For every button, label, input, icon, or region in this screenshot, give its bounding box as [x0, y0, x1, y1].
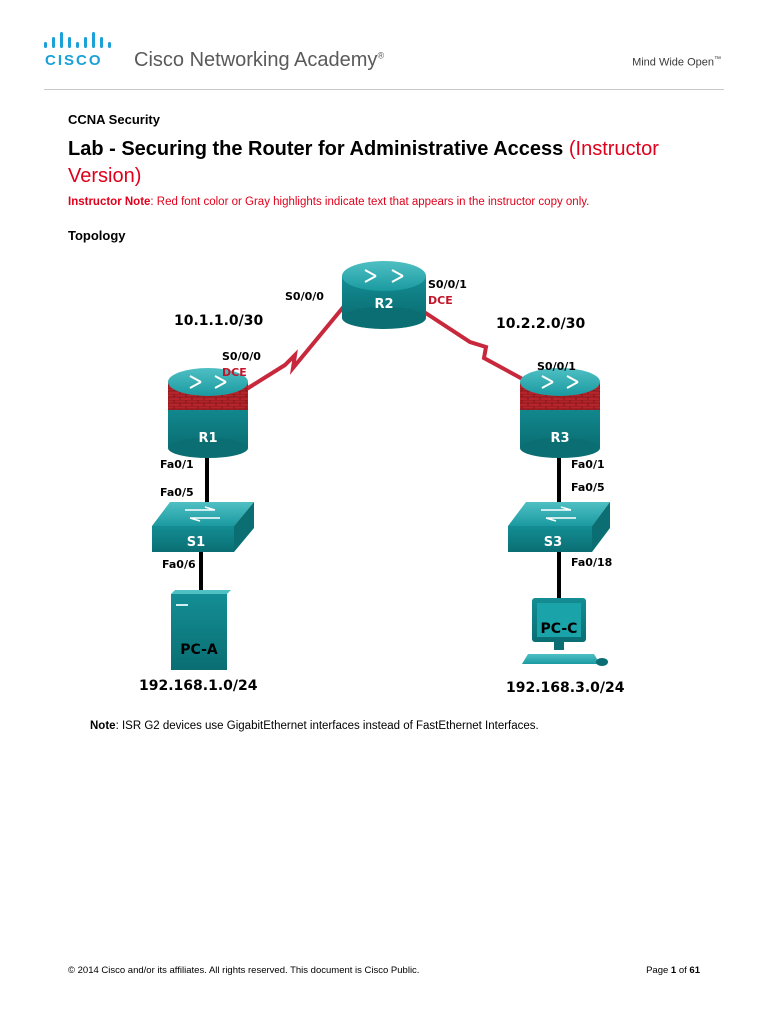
pc-a-tower: PC-A — [171, 590, 231, 670]
router-arrows-icon — [541, 375, 579, 389]
label-s1: S1 — [187, 535, 205, 550]
serial-link-r2-r3 — [416, 306, 529, 384]
switch-s1: S1 — [152, 502, 254, 552]
dce-label: DCE — [428, 294, 453, 307]
topology-diagram: R2 R1 R3 S1 — [139, 261, 625, 696]
interface-label: S0/0/0 — [285, 290, 324, 303]
router-r3: R3 — [520, 368, 600, 458]
course-name: CCNA Security — [68, 112, 160, 127]
interface-label: Fa0/6 — [162, 558, 196, 571]
label-s3: S3 — [544, 535, 562, 550]
network-label: 10.1.1.0/30 — [174, 313, 264, 329]
page-header: CISCO Cisco Networking Academy® Mind Wid… — [0, 0, 768, 92]
network-label: 192.168.3.0/24 — [506, 680, 625, 696]
interface-label: Fa0/5 — [571, 481, 605, 494]
switch-arrows-icon — [541, 506, 576, 522]
pc-c-workstation: PC-C — [522, 598, 608, 666]
label-pca: PC-A — [180, 642, 218, 658]
tagline: Mind Wide Open™ — [632, 56, 721, 69]
cisco-logo-text: CISCO — [45, 52, 103, 69]
router-arrows-icon — [364, 269, 404, 283]
dce-label: DCE — [222, 366, 247, 379]
switch-arrows-icon — [185, 506, 220, 522]
interface-label: S0/0/1 — [428, 278, 467, 291]
router-arrows-icon — [189, 375, 227, 389]
instructor-note: Instructor Note: Red font color or Gray … — [68, 196, 590, 208]
cisco-logo-icon — [44, 32, 111, 48]
page-title: Lab - Securing the Router for Administra… — [68, 138, 659, 187]
label-r1: R1 — [198, 431, 217, 446]
isr-note: Note: ISR G2 devices use GigabitEthernet… — [90, 720, 539, 732]
academy-name: Cisco Networking Academy® — [134, 49, 385, 71]
router-r2: R2 — [342, 261, 426, 329]
serial-link-r1-r2 — [243, 303, 347, 392]
network-label: 192.168.1.0/24 — [139, 678, 258, 694]
mouse-icon — [596, 658, 608, 666]
interface-label: Fa0/1 — [160, 458, 194, 471]
label-r3: R3 — [550, 431, 569, 446]
network-label: 10.2.2.0/30 — [496, 316, 586, 332]
interface-label: Fa0/5 — [160, 486, 194, 499]
switch-s3: S3 — [508, 502, 610, 552]
interface-label: Fa0/18 — [571, 556, 612, 569]
interface-label: S0/0/1 — [537, 360, 576, 373]
footer-copyright: © 2014 Cisco and/or its affiliates. All … — [68, 965, 420, 976]
router-r1: R1 — [168, 368, 248, 458]
interface-label: S0/0/0 — [222, 350, 261, 363]
header-divider — [44, 89, 724, 90]
interface-label: Fa0/1 — [571, 458, 605, 471]
label-pcc: PC-C — [541, 621, 578, 637]
footer-page-number: Page 1 of 61 — [646, 965, 700, 976]
label-r2: R2 — [374, 297, 393, 312]
topology-heading: Topology — [68, 228, 126, 243]
